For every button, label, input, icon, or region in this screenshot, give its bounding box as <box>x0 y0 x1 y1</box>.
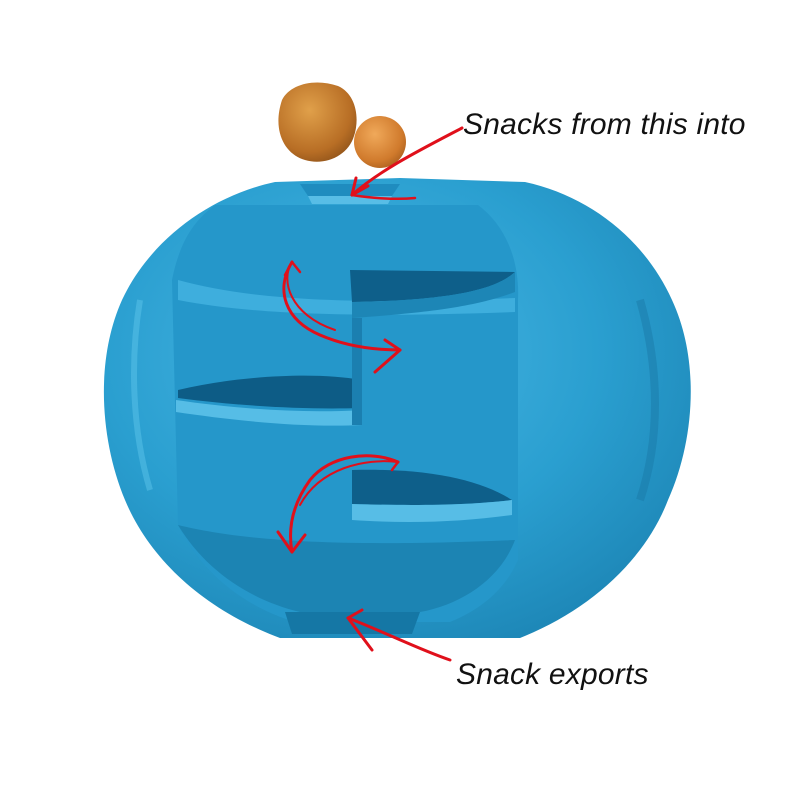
arrow-to-bottom-exit <box>346 616 452 662</box>
arrow-upper-path <box>282 260 402 352</box>
maze-bottom-basin <box>178 525 515 612</box>
ball-top-opening <box>300 184 400 196</box>
arrow-to-top-opening <box>350 126 464 197</box>
maze-lower-ramp <box>352 469 512 505</box>
round-kibble-icon <box>354 116 406 168</box>
maze-upper-ramp <box>350 270 515 302</box>
kibble-group <box>278 82 406 168</box>
maze-middle-ramp <box>178 375 360 409</box>
arrow-lower-path <box>289 454 400 554</box>
bottom-annotation-label: Snack exports <box>456 658 649 691</box>
top-annotation-label: Snacks from this into <box>463 108 746 141</box>
treat-ball <box>103 178 691 638</box>
maze-center-wall <box>352 318 362 425</box>
arrows <box>276 126 464 662</box>
square-kibble-icon <box>278 82 357 162</box>
